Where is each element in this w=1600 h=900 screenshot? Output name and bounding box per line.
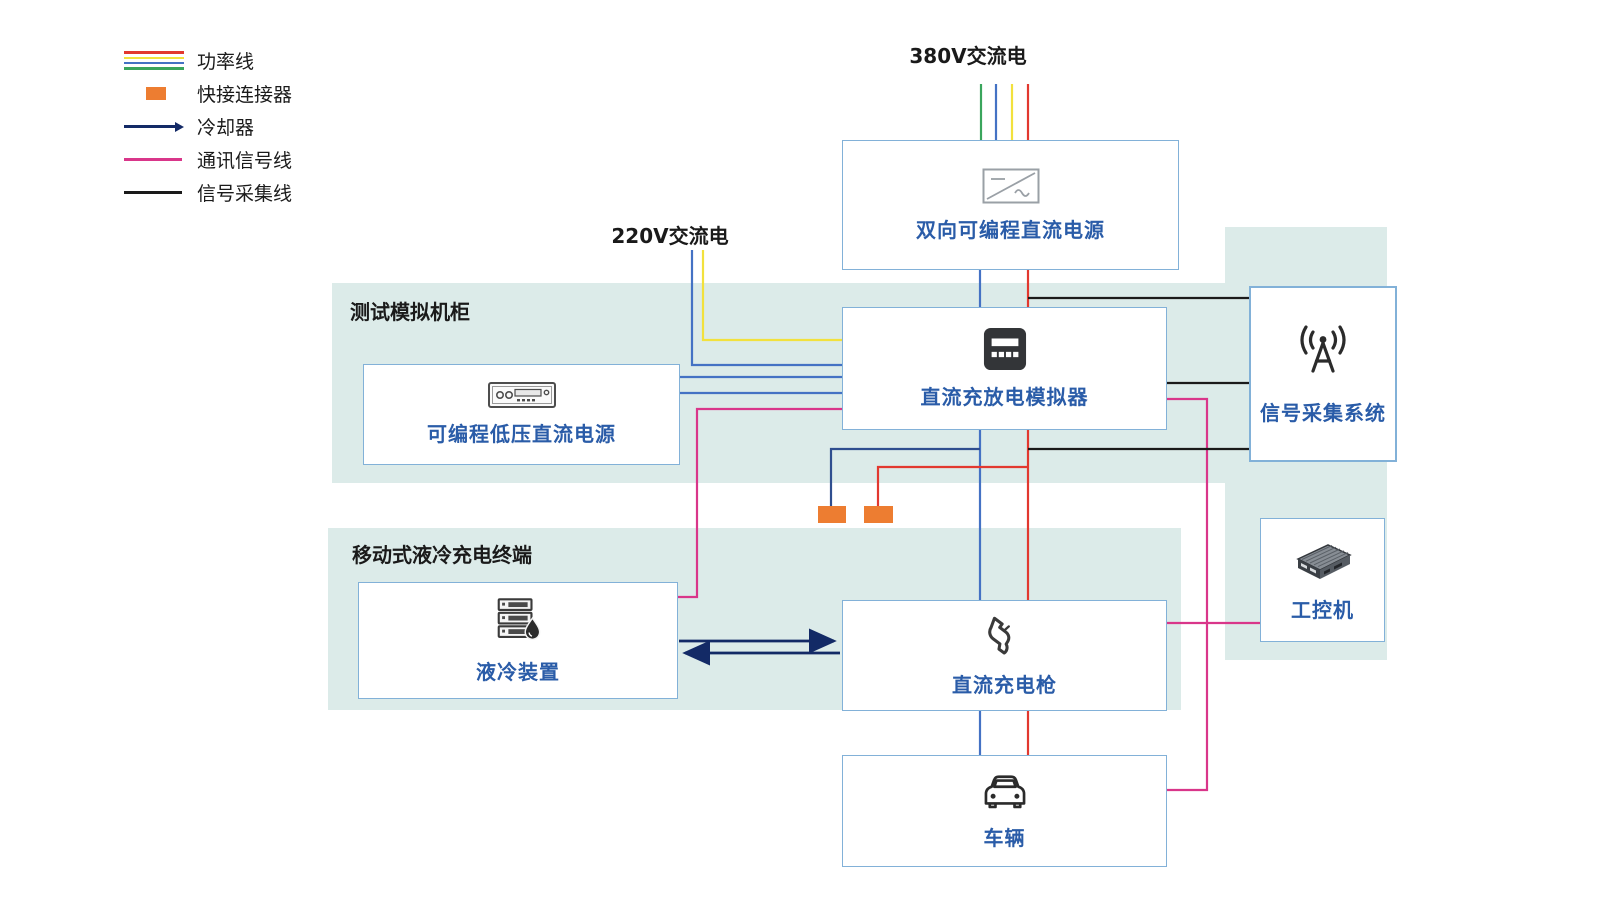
node-vehicle: 车辆 <box>842 755 1167 867</box>
power-lines-group <box>678 84 1030 755</box>
cooling-arrow-swatch <box>124 121 184 132</box>
node-dc-charging-gun: 直流充电枪 <box>842 600 1167 711</box>
region-mobile-terminal-label: 移动式液冷充电终端 <box>352 543 532 567</box>
legend: 功率线 快接连接器 冷却器 通讯信号线 信号采集线 <box>124 44 292 209</box>
legend-item-comm-line: 通讯信号线 <box>124 143 292 176</box>
legend-item-label: 信号采集线 <box>197 183 293 205</box>
legend-item-label: 快接连接器 <box>197 84 293 106</box>
region-test-cabinet-label: 测试模拟机柜 <box>350 300 470 324</box>
antenna-icon <box>1295 323 1351 379</box>
node-liquid-cooling-unit: 液冷装置 <box>358 582 678 699</box>
power-line-swatch <box>124 50 184 72</box>
node-label: 工控机 <box>1291 597 1354 622</box>
node-bidirectional-dc-supply: 双向可编程直流电源 <box>842 140 1179 270</box>
node-label: 双向可编程直流电源 <box>916 217 1105 242</box>
ac-220v-label: 220V交流电 <box>611 224 729 248</box>
cooling-arrows-group <box>679 628 840 666</box>
legend-item-cooler: 冷却器 <box>124 110 292 143</box>
industrial-pc-icon <box>1290 538 1356 584</box>
legend-item-power-line: 功率线 <box>124 44 292 77</box>
acdc-converter-icon <box>982 168 1040 204</box>
node-label: 液冷装置 <box>476 660 560 684</box>
node-industrial-pc: 工控机 <box>1260 518 1385 642</box>
node-label: 直流充放电模拟器 <box>920 385 1089 409</box>
node-programmable-lv-dc-supply: 可编程低压直流电源 <box>363 364 680 465</box>
legend-item-label: 通讯信号线 <box>197 150 293 172</box>
bench-psu-icon <box>487 382 556 408</box>
quick-connector-1 <box>818 506 846 523</box>
signal-line-swatch <box>124 191 184 194</box>
car-icon <box>978 772 1032 812</box>
node-label: 信号采集系统 <box>1260 400 1386 425</box>
charge-module-icon <box>983 327 1027 371</box>
signal-lines-group <box>1028 296 1249 451</box>
comm-line-swatch <box>124 158 184 161</box>
legend-item-label: 冷却器 <box>197 117 255 139</box>
legend-item-signal-line: 信号采集线 <box>124 176 292 209</box>
node-label: 车辆 <box>983 825 1026 850</box>
cooling-unit-icon <box>492 596 544 646</box>
ac-380v-label: 380V交流电 <box>909 44 1027 68</box>
node-signal-acquisition-system: 信号采集系统 <box>1249 286 1397 462</box>
node-label: 直流充电枪 <box>952 673 1057 697</box>
node-label: 可编程低压直流电源 <box>427 422 616 446</box>
quick-connector-swatch <box>124 87 184 100</box>
legend-item-label: 功率线 <box>197 51 255 73</box>
node-dc-charge-discharge-simulator: 直流充放电模拟器 <box>842 307 1167 430</box>
quick-connector-2 <box>864 506 893 523</box>
charging-gun-icon <box>982 613 1028 659</box>
comm-lines-group <box>676 397 1261 792</box>
legend-item-quick-connector: 快接连接器 <box>124 77 292 110</box>
